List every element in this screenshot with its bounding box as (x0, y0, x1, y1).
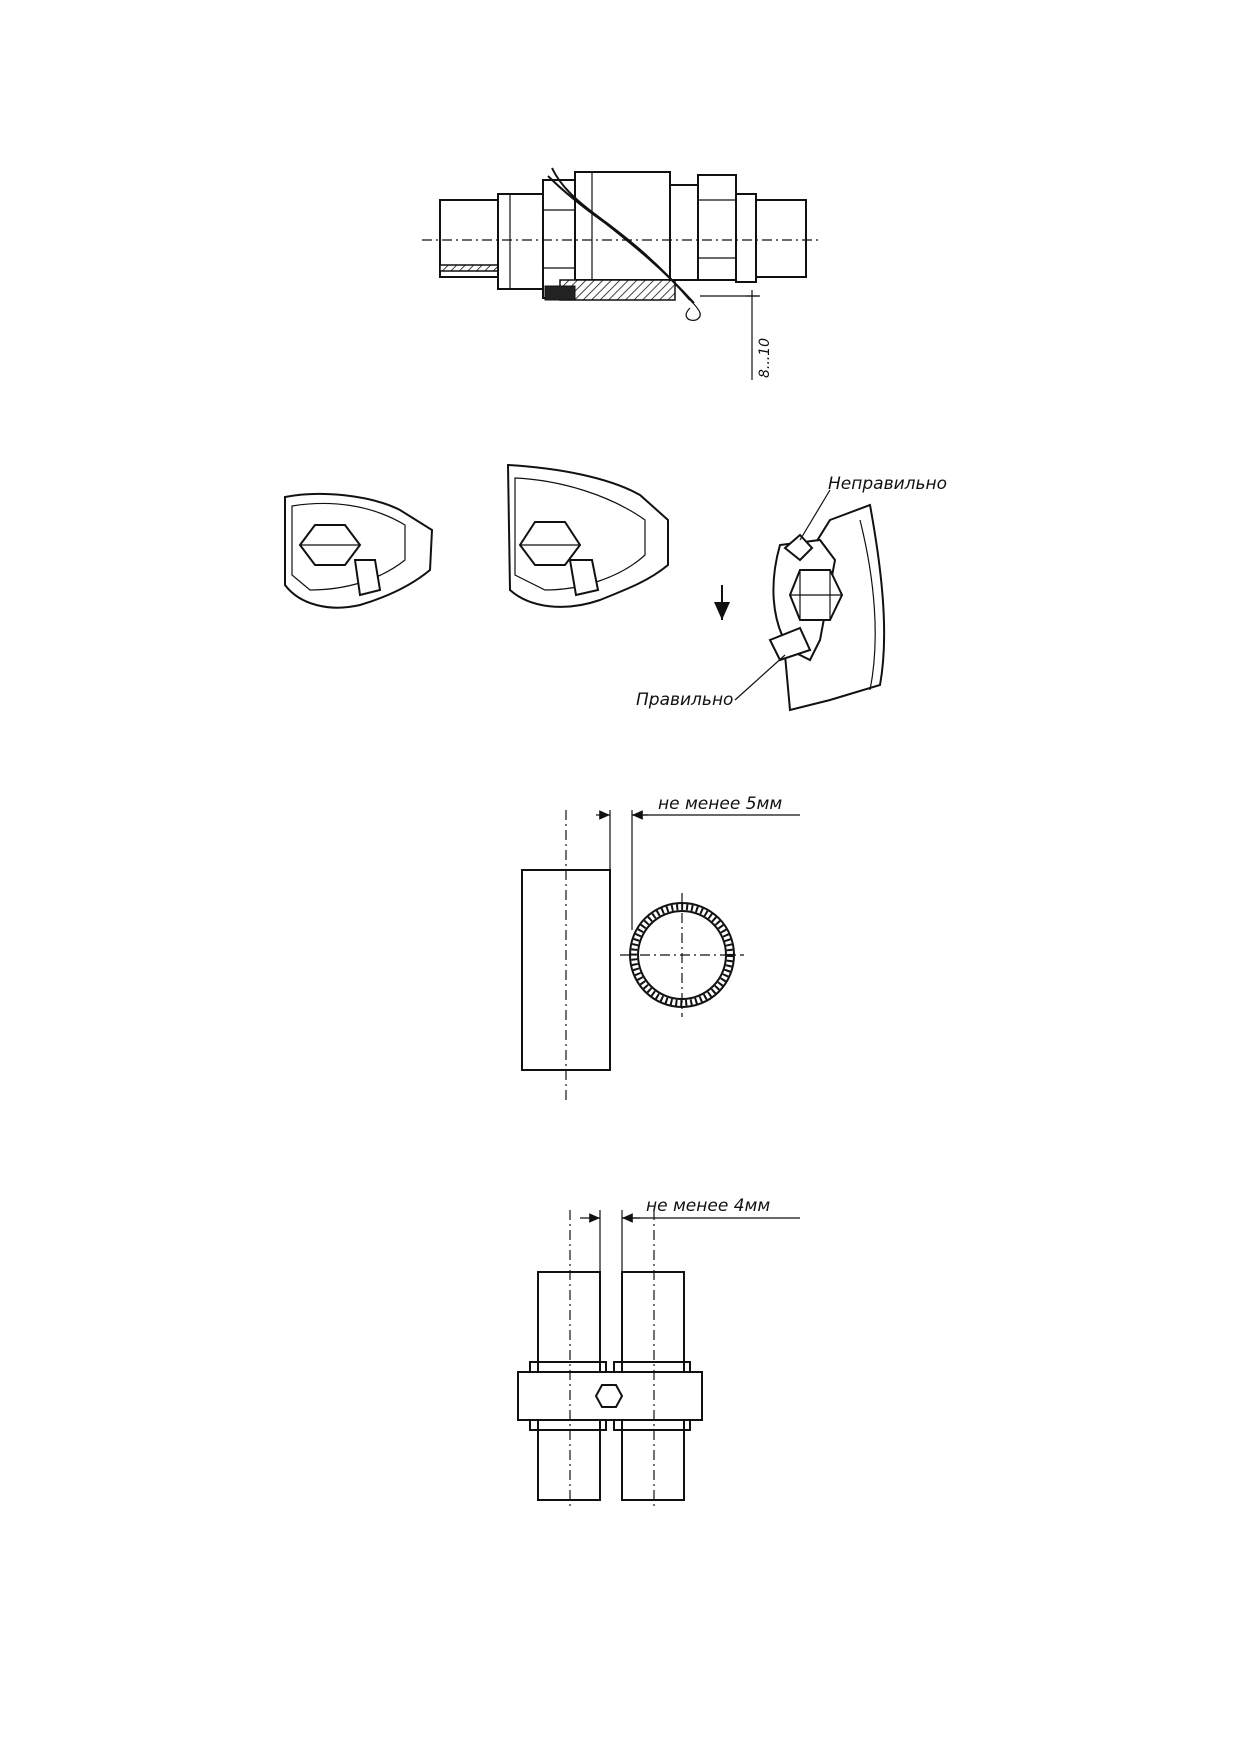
lock-washer-view-1 (284, 492, 434, 609)
left-nut (542, 179, 576, 299)
right-clamp-pipe-bottom (621, 1419, 685, 1501)
clamp-bolt-head (594, 1384, 624, 1408)
washer-tab-2 (568, 559, 600, 597)
left-sleeve (497, 193, 544, 290)
left-clamp-pipe-bottom (537, 1419, 601, 1501)
coupling-figure (422, 167, 818, 380)
right-shoulder (669, 184, 699, 281)
clamp-dimension-label: не менее 4мм (646, 1196, 771, 1216)
coupling-dimension-label: 8...10 (757, 337, 773, 378)
lock-washer-view-2 (506, 463, 669, 608)
coupling-section (559, 279, 676, 301)
right-clamp-pipe-top (621, 1271, 685, 1373)
right-label: Правильно (636, 690, 734, 710)
left-clamp-pipe-top (537, 1271, 601, 1373)
correct-tab (768, 626, 812, 662)
right-sleeve (735, 193, 757, 283)
pipe-clearance-figure (521, 810, 800, 1100)
lock-washer-view-3 (734, 489, 886, 712)
right-leader (734, 654, 786, 701)
lock-washer-figure (284, 463, 886, 712)
pipe-clamp-figure (517, 1210, 800, 1510)
right-nut (697, 174, 737, 281)
incorrect-tab (783, 533, 814, 562)
clearance-dimension-label: не менее 5мм (658, 794, 783, 814)
wrong-leader (799, 489, 831, 541)
left-pipe-wall (439, 264, 499, 272)
wrong-label: Неправильно (828, 474, 948, 494)
washer-tab-1 (353, 559, 382, 597)
right-pipe (755, 199, 807, 278)
